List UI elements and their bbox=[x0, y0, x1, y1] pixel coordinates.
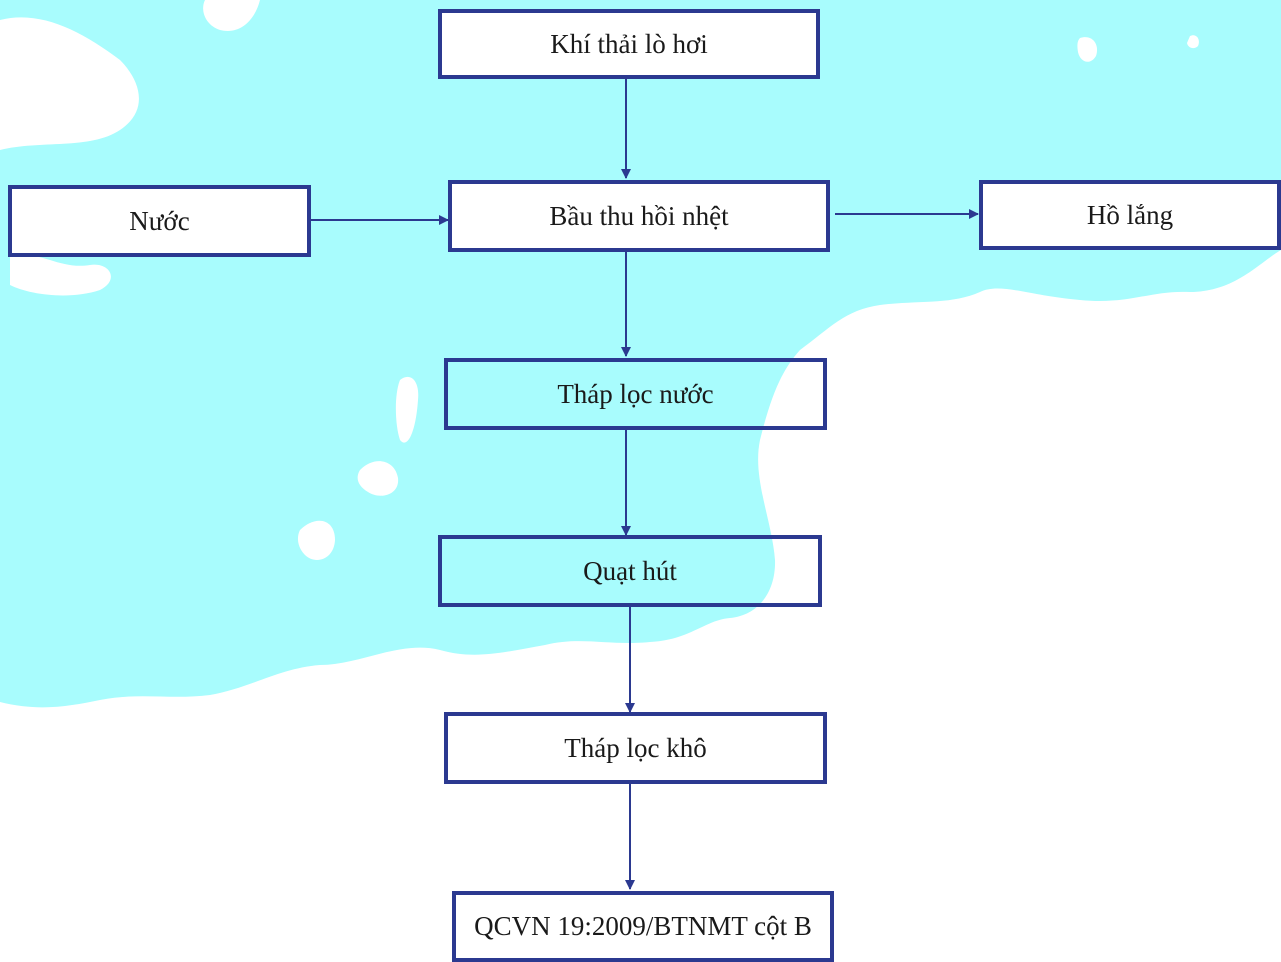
node-water: Nước bbox=[8, 185, 311, 257]
node-heat-recovery: Bầu thu hồi nhệt bbox=[448, 180, 830, 252]
node-standard-qcvn: QCVN 19:2009/BTNMT cột B bbox=[452, 891, 834, 962]
node-dry-filter-tower: Tháp lọc khô bbox=[444, 712, 827, 784]
node-water-filter-tower: Tháp lọc nước bbox=[444, 358, 827, 430]
node-suction-fan: Quạt hút bbox=[438, 535, 822, 607]
node-boiler-exhaust: Khí thải lò hơi bbox=[438, 9, 820, 79]
node-settling-pond: Hồ lắng bbox=[979, 180, 1281, 250]
